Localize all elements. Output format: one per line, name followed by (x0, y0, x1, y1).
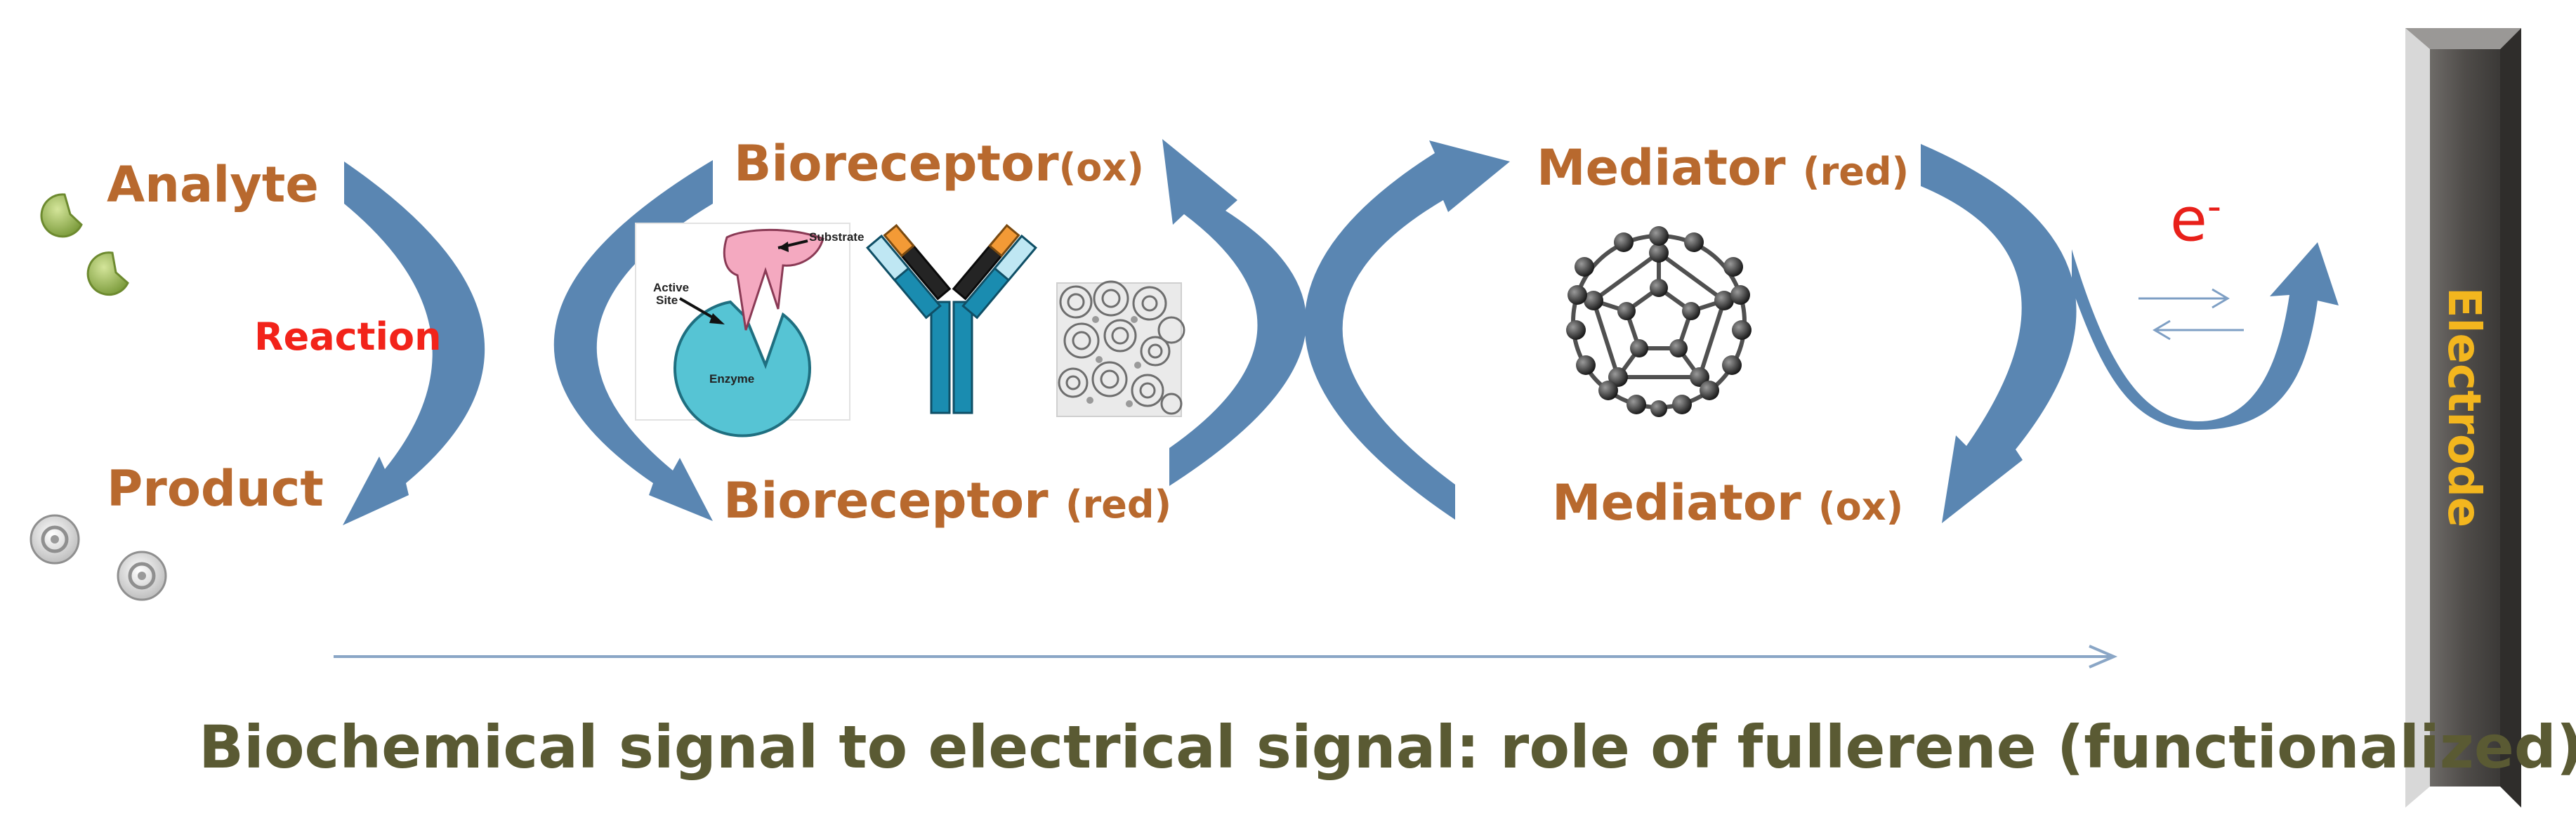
fullerene-icon (1566, 226, 1752, 417)
curved-arrow-bioreceptor-red-ox (1162, 139, 1307, 486)
curved-arrow-mediator-red-ox (1921, 144, 2077, 523)
bioreceptor-ox-label: Bioreceptor(ox) (734, 135, 1144, 192)
active-site-label-line2: Site (656, 294, 678, 307)
reaction-arrows (343, 139, 2339, 525)
bioreceptor-ox-name: Bioreceptor (734, 135, 1059, 192)
enzyme-icon: Substrate Active Site Enzyme (635, 223, 864, 437)
electron-label: e- (2170, 184, 2221, 256)
nanomaterial-icon (1056, 280, 1185, 417)
product-label: Product (107, 460, 324, 518)
enzyme-label: Enzyme (709, 372, 754, 386)
electrode-label: Electrode (2438, 287, 2490, 528)
mediator-red-label: Mediator (red) (1537, 139, 1909, 197)
bioreceptor-red-label: Bioreceptor (red) (723, 472, 1171, 529)
mediator-ox-label: Mediator (ox) (1552, 474, 1903, 532)
bioreceptor-red-name: Bioreceptor (723, 472, 1065, 529)
antibody-icon (866, 223, 1037, 414)
curved-arrow-mediator-ox-red (1304, 140, 1510, 520)
electrode-icon (2405, 28, 2521, 808)
bioreceptor-ox-state: (ox) (1058, 145, 1144, 190)
mediator-red-name: Mediator (1537, 139, 1803, 197)
product-ring-icon (29, 514, 167, 601)
curved-arrow-analyte-product (343, 162, 485, 525)
electron-charge: - (2207, 184, 2222, 230)
active-site-label-line1: Active (653, 281, 689, 294)
reaction-label: Reaction (254, 315, 442, 359)
signal-flow-arrow (334, 645, 2118, 669)
mediator-ox-name: Mediator (1552, 474, 1818, 532)
mediator-red-state: (red) (1802, 150, 1910, 194)
mediator-ox-state: (ox) (1818, 485, 1904, 529)
analyte-label: Analyte (107, 156, 319, 213)
bioreceptor-red-state: (red) (1065, 482, 1172, 527)
curved-arrow-bioreceptor-ox-red (553, 160, 713, 521)
substrate-label: Substrate (809, 230, 864, 244)
diagram-caption: Biochemical signal to electrical signal:… (199, 713, 2576, 782)
electron-transfer-arrow (2072, 242, 2339, 430)
analyte-molecule-icon (40, 193, 129, 296)
electron-exchange-arrows (2138, 288, 2244, 341)
electron-symbol: e (2170, 185, 2207, 256)
